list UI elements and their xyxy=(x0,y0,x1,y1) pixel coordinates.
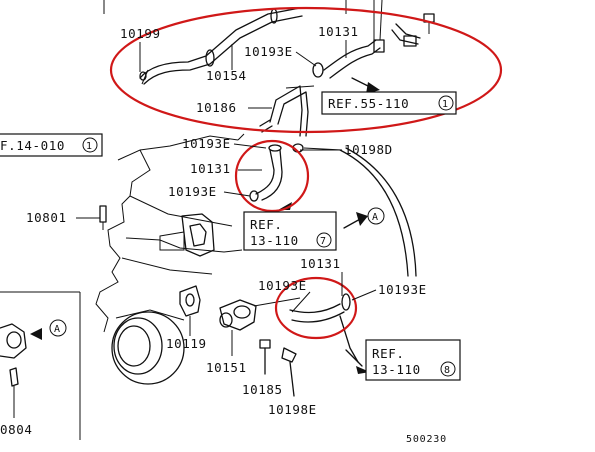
label-10151: 10151 xyxy=(206,360,247,375)
ref-55-num: 1 xyxy=(442,99,449,110)
ref-13-110-8-box[interactable]: REF. 13-110 8 xyxy=(365,339,461,381)
ref-55-110-box[interactable]: REF.55-110 1 xyxy=(321,91,457,115)
label-10185: 10185 xyxy=(242,382,283,397)
label-10198d: 10198D xyxy=(344,142,393,157)
ref-14-010-box[interactable]: F.14-010 1 xyxy=(0,133,103,157)
ref-13a-line2: 13-110 xyxy=(250,233,299,248)
label-10119: 10119 xyxy=(166,336,207,351)
ref-55-text: REF.55-110 xyxy=(328,96,409,111)
ref-14-num: 1 xyxy=(86,141,93,152)
ref-13-110-7-box[interactable]: REF. 13-110 7 xyxy=(243,211,337,251)
ref-13b-num: 8 xyxy=(444,365,451,376)
label-10193e-top: 10193E xyxy=(244,44,293,59)
ref-13a-line1: REF. xyxy=(250,217,283,232)
label-10801: 10801 xyxy=(26,210,67,225)
engine-outline xyxy=(76,133,417,397)
mid-hose-assembly xyxy=(249,143,340,210)
ref-13a-num: 7 xyxy=(320,236,327,247)
highlight-mid-ring xyxy=(234,139,310,213)
label-10198e: 10198E xyxy=(268,402,317,417)
highlight-top-ring xyxy=(109,6,503,134)
marker-a-right[interactable]: A xyxy=(367,207,385,225)
label-10193e-mid: 10193E xyxy=(182,136,231,151)
ref-13b-line1: REF. xyxy=(372,346,405,361)
label-10131-mid: 10131 xyxy=(190,161,231,176)
ref-13b-line2: 13-110 xyxy=(372,362,421,377)
label-10154: 10154 xyxy=(206,68,247,83)
label-10193e-low-left: 10193E xyxy=(258,278,307,293)
label-10193e-mid2: 10193E xyxy=(168,184,217,199)
label-10131-low: 10131 xyxy=(300,256,341,271)
label-10131-top: 10131 xyxy=(318,24,359,39)
label-10199: 10199 xyxy=(120,26,161,41)
marker-a-left[interactable]: A xyxy=(49,319,67,337)
ref-14-text: F.14-010 xyxy=(0,138,65,153)
label-0804: 0804 xyxy=(0,422,33,437)
top-hose-assembly xyxy=(103,0,435,137)
arrow-ref55-icon xyxy=(366,82,380,94)
highlight-low-ring xyxy=(274,276,358,340)
left-detail-box xyxy=(0,291,81,440)
label-10186: 10186 xyxy=(196,100,237,115)
svg-text:A: A xyxy=(372,212,379,223)
label-10193e-low-right: 10193E xyxy=(378,282,427,297)
diagram-code: 500230 xyxy=(406,434,447,445)
svg-text:A: A xyxy=(54,324,61,335)
